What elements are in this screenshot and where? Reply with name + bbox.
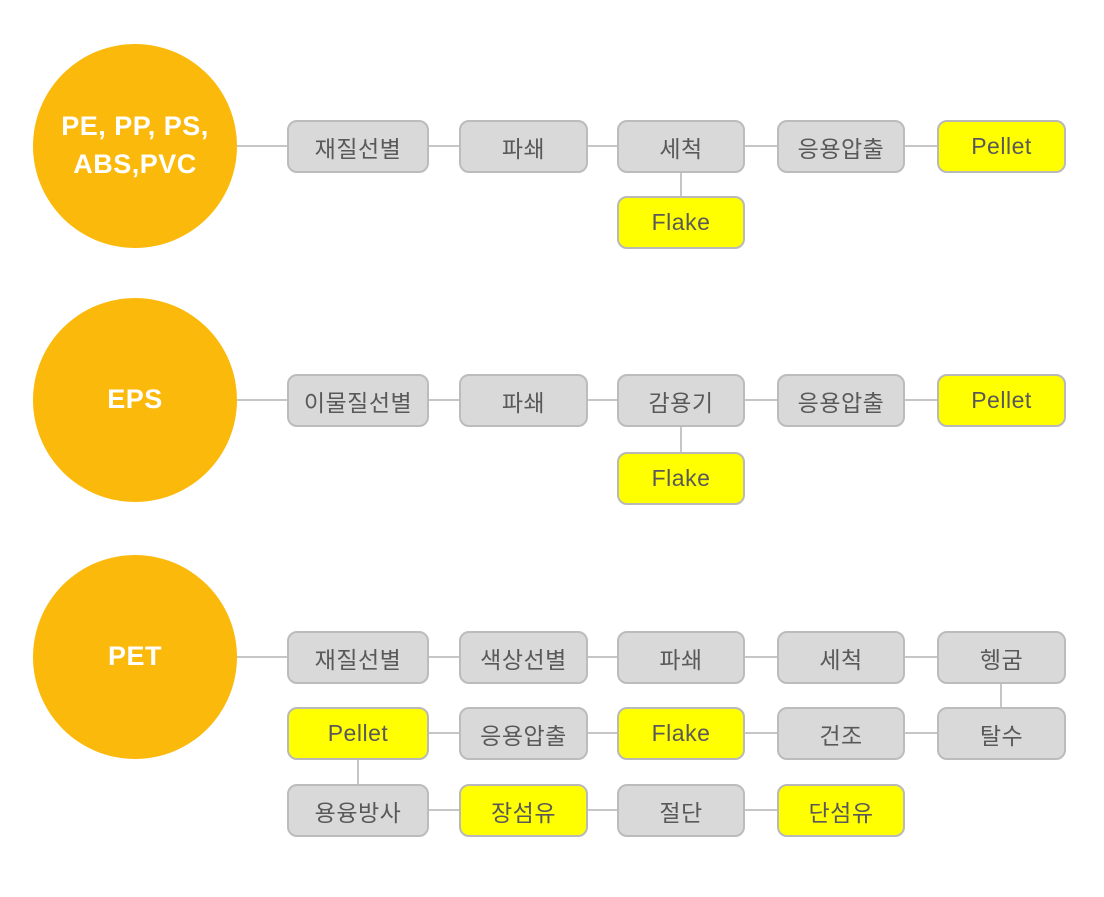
node-long-fiber: 장섬유 (459, 784, 588, 837)
connector-line (680, 173, 682, 196)
node-volume-reducer: 감용기 (617, 374, 745, 427)
connector-line (237, 656, 287, 658)
material-label: EPS (107, 384, 163, 415)
node-impurity-sorting: 이물질선별 (287, 374, 429, 427)
node-cutting: 절단 (617, 784, 745, 837)
node-dewatering: 탈수 (937, 707, 1066, 760)
material-circle-eps: EPS (33, 298, 237, 502)
node-label: 재질선별 (314, 135, 402, 162)
node-label: Flake (651, 209, 711, 235)
node-label: 파쇄 (659, 646, 703, 673)
node-label: 절단 (659, 799, 703, 826)
node-label: Pellet (971, 133, 1032, 159)
node-label: Flake (651, 465, 711, 491)
connector-line (905, 399, 937, 401)
connector-line (588, 809, 617, 811)
node-flake: Flake (617, 452, 745, 505)
node-drying: 건조 (777, 707, 905, 760)
node-label: 세척 (819, 646, 863, 673)
connector-line (905, 656, 937, 658)
node-label: 파쇄 (501, 135, 546, 162)
connector-line (237, 145, 287, 147)
node-extrusion: 응용압출 (777, 374, 905, 427)
node-washing: 세척 (777, 631, 905, 684)
connector-line (905, 145, 937, 147)
node-label: Pellet (327, 720, 389, 746)
node-crushing: 파쇄 (459, 120, 588, 173)
node-label: 탈수 (979, 722, 1024, 749)
node-label: 용융방사 (314, 799, 402, 826)
node-melt-spinning: 용융방사 (287, 784, 429, 837)
node-label: 응용압출 (797, 135, 885, 162)
node-label: 응용압출 (480, 722, 567, 749)
node-pellet: Pellet (937, 120, 1066, 173)
node-flake: Flake (617, 196, 745, 249)
connector-line (745, 656, 777, 658)
node-pellet: Pellet (287, 707, 429, 760)
node-flake: Flake (617, 707, 745, 760)
node-rinsing: 헹굼 (937, 631, 1066, 684)
connector-line (745, 399, 777, 401)
connector-line (429, 399, 459, 401)
node-label: 재질선별 (314, 646, 402, 673)
node-material-sorting: 재질선별 (287, 120, 429, 173)
node-label: 장섬유 (491, 799, 556, 826)
connector-line (905, 732, 937, 734)
connector-line (1000, 684, 1002, 707)
node-label: 세척 (659, 135, 703, 162)
node-extrusion: 응용압출 (459, 707, 588, 760)
node-label: Flake (651, 720, 711, 746)
connector-line (429, 145, 459, 147)
node-extrusion: 응용압출 (777, 120, 905, 173)
node-washing: 세척 (617, 120, 745, 173)
node-label: 파쇄 (501, 389, 546, 416)
connector-line (429, 732, 459, 734)
node-label: 헹굼 (979, 646, 1024, 673)
node-material-sorting: 재질선별 (287, 631, 429, 684)
node-label: 건조 (819, 722, 863, 749)
connector-line (237, 399, 287, 401)
connector-line (745, 809, 777, 811)
connector-line (588, 732, 617, 734)
node-label: 색상선별 (480, 646, 567, 673)
material-circle-pet: PET (33, 555, 237, 759)
connector-line (745, 145, 777, 147)
material-label: PE, PP, PS, ABS,PVC (61, 111, 209, 179)
connector-line (588, 145, 617, 147)
node-short-fiber: 단섬유 (777, 784, 905, 837)
node-label: 단섬유 (808, 799, 874, 826)
connector-line (588, 399, 617, 401)
node-label: 감용기 (648, 389, 714, 416)
node-color-sorting: 색상선별 (459, 631, 588, 684)
node-crushing: 파쇄 (617, 631, 745, 684)
connector-line (429, 809, 459, 811)
material-circle-pe-pp-ps-abs-pvc: PE, PP, PS, ABS,PVC (33, 44, 237, 248)
node-crushing: 파쇄 (459, 374, 588, 427)
node-pellet: Pellet (937, 374, 1066, 427)
connector-line (429, 656, 459, 658)
node-label: 응용압출 (797, 389, 885, 416)
node-label: 이물질선별 (303, 389, 413, 416)
material-label: PET (107, 641, 162, 672)
connector-line (680, 427, 682, 452)
connector-line (357, 760, 359, 784)
connector-line (588, 656, 617, 658)
connector-line (745, 732, 777, 734)
node-label: Pellet (971, 387, 1032, 413)
